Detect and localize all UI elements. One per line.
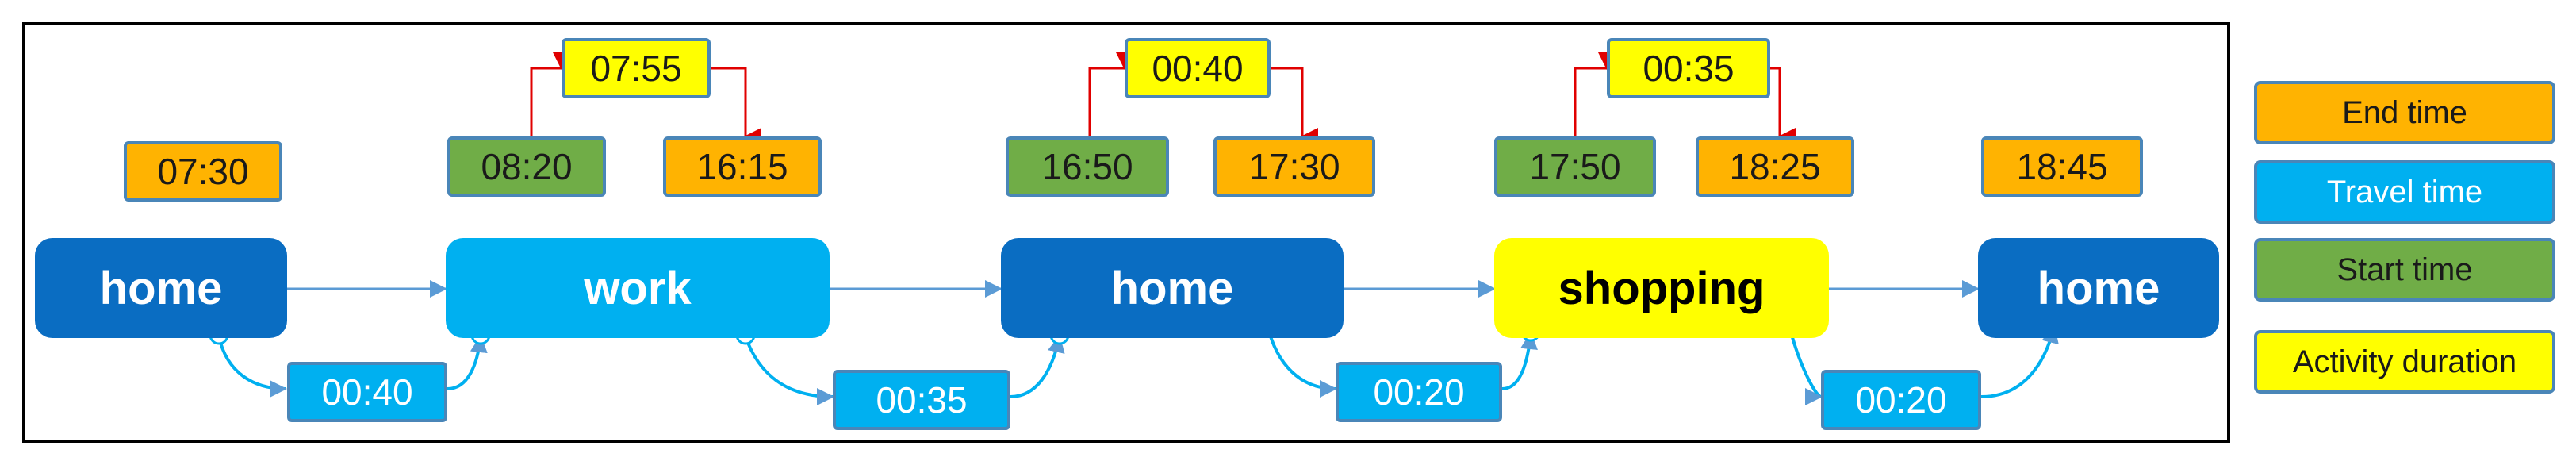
travel-time-1: 00:40 [287, 362, 447, 422]
travel-time-4: 00:20 [1821, 370, 1981, 430]
duration-work: 07:55 [562, 38, 711, 98]
diagram-frame [22, 22, 2230, 443]
end-time-work: 16:15 [663, 136, 822, 197]
start-time-home-2: 16:50 [1006, 136, 1169, 197]
activity-home-3: home [1978, 238, 2219, 338]
activity-work: work [446, 238, 830, 338]
travel-time-2: 00:35 [833, 370, 1010, 430]
legend-end-time: End time [2254, 81, 2555, 144]
start-time-shopping: 17:50 [1494, 136, 1656, 197]
duration-home-2: 00:40 [1125, 38, 1271, 98]
activity-home-1: home [35, 238, 287, 338]
legend-start-time: Start time [2254, 238, 2555, 302]
duration-shopping: 00:35 [1607, 38, 1770, 98]
end-time-home-2: 17:30 [1213, 136, 1375, 197]
activity-home-2: home [1001, 238, 1344, 338]
activity-shopping: shopping [1494, 238, 1829, 338]
legend-activity-duration: Activity duration [2254, 330, 2555, 394]
end-time-home-1: 07:30 [124, 141, 282, 202]
start-time-home-3: 18:45 [1981, 136, 2143, 197]
start-time-work: 08:20 [447, 136, 606, 197]
legend-travel-time: Travel time [2254, 160, 2555, 224]
end-time-shopping: 18:25 [1696, 136, 1854, 197]
travel-time-3: 00:20 [1336, 362, 1502, 422]
